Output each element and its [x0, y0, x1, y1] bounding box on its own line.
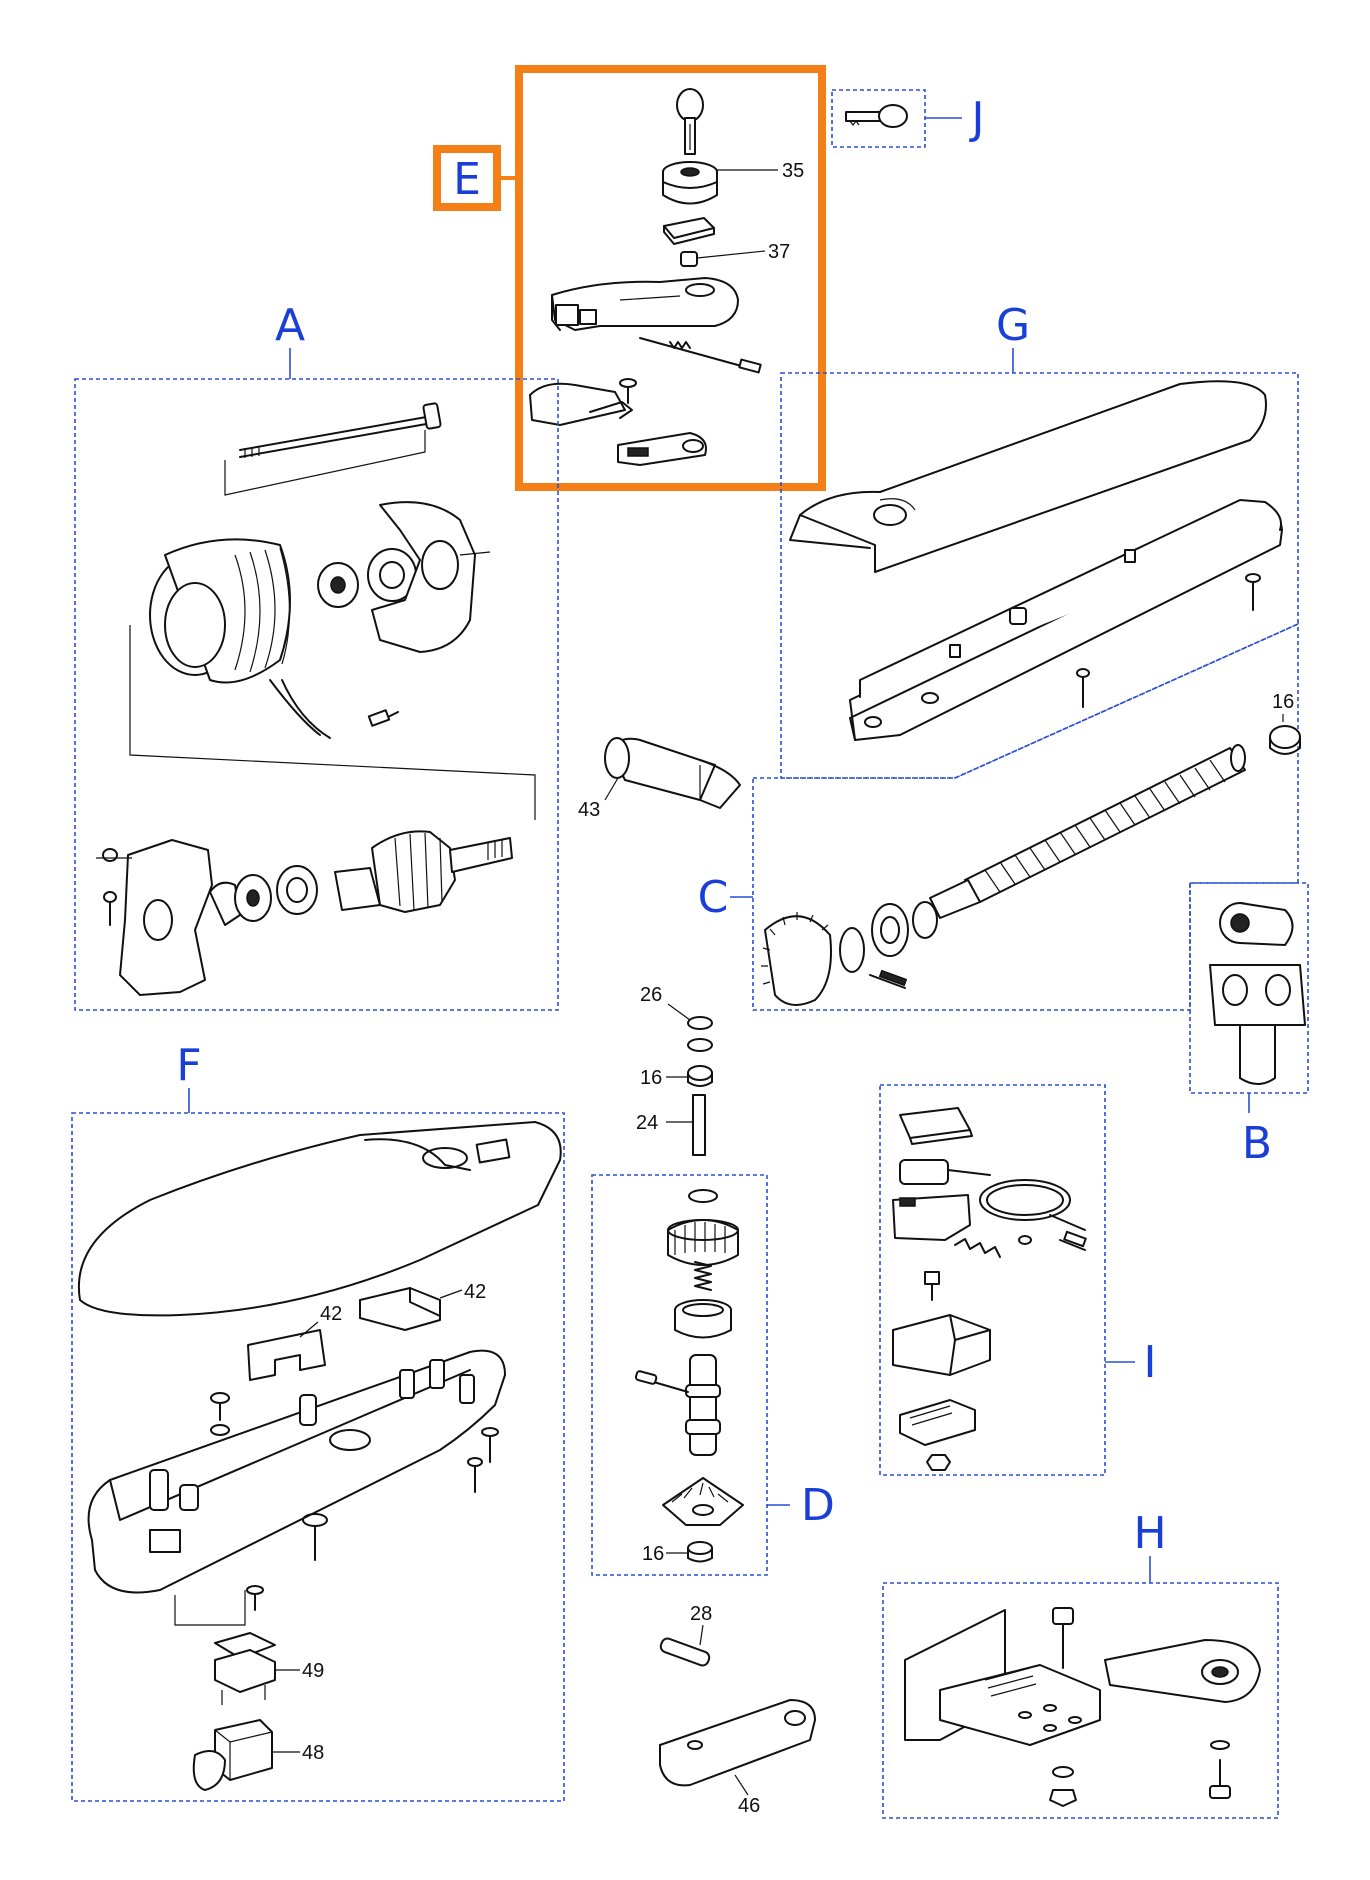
terminal-nut	[926, 1454, 951, 1471]
group-b: B	[1189, 882, 1309, 1169]
part-42b-label: 42	[320, 1303, 342, 1325]
arm-pin	[659, 1637, 711, 1667]
switch-housing	[892, 1194, 971, 1241]
spur-gear	[667, 1189, 739, 1266]
drive-arm: 28 46	[659, 1603, 816, 1817]
gear-bushing	[687, 1541, 713, 1563]
valve-coil-base	[214, 1585, 276, 1705]
group-j-label: J	[969, 93, 985, 144]
group-h-label: H	[1133, 1508, 1166, 1559]
pin-spring	[639, 337, 762, 374]
group-i-label: I	[1144, 1337, 1157, 1388]
base-screws	[210, 1392, 499, 1493]
bushing	[1269, 725, 1301, 755]
lock-cylinder	[662, 161, 718, 205]
part-37-label: 37	[768, 241, 790, 263]
tie-rod	[239, 402, 442, 458]
part-43-label: 43	[578, 799, 600, 821]
part-16c-label: 16	[642, 1543, 664, 1565]
pivot-bushing	[1219, 902, 1294, 946]
part-24-label: 24	[636, 1112, 658, 1134]
terminal-block	[899, 1399, 976, 1446]
part-48-label: 48	[302, 1742, 324, 1764]
housing-channel	[849, 499, 1283, 741]
spare-key-icon	[845, 104, 908, 128]
cable-bracket-right	[359, 1287, 441, 1331]
group-e: E 35 37	[433, 65, 826, 491]
limit-switch	[899, 1159, 1086, 1231]
switch-spring	[954, 1235, 1032, 1258]
group-g: G	[780, 300, 1299, 779]
upper-end-bracket	[371, 501, 491, 653]
group-h: H	[882, 1508, 1279, 1819]
pivot-bracket	[1209, 964, 1306, 1085]
motor-rotor	[209, 830, 513, 926]
release-lever	[551, 277, 739, 331]
group-f-label: F	[176, 1040, 201, 1091]
group-e-label: E	[453, 154, 481, 205]
lock-plate	[617, 432, 707, 466]
gear-spring	[694, 1261, 712, 1291]
part-49-label: 49	[302, 1660, 324, 1682]
group-e-highlight-box	[515, 65, 826, 491]
group-d-label: D	[801, 1480, 835, 1531]
group-c: C 16	[698, 622, 1301, 1011]
bracket-bolt	[1049, 1607, 1077, 1807]
part-42a-label: 42	[464, 1281, 486, 1303]
bevel-gear	[761, 901, 938, 1006]
arm-lever	[659, 1699, 816, 1787]
part-16b-label: 16	[640, 1067, 662, 1089]
group-g-label: G	[996, 300, 1030, 351]
lower-end-bracket	[96, 839, 213, 996]
motor-wires	[281, 679, 399, 739]
group-b-label: B	[1242, 1118, 1272, 1169]
capacitor	[604, 737, 741, 809]
part-28-label: 28	[690, 1603, 712, 1625]
mounting-bracket	[904, 1609, 1101, 1746]
base-housing	[87, 1349, 506, 1594]
group-f: F 42 42	[71, 1040, 565, 1802]
part-46-label: 46	[738, 1795, 760, 1817]
gear-sleeve	[674, 1299, 732, 1339]
cover-screw	[619, 378, 637, 404]
group-i: I	[879, 1084, 1157, 1476]
group-e-label-box	[433, 145, 501, 211]
group-d: D 16	[591, 1174, 835, 1576]
lever-cover	[529, 382, 633, 426]
group-j: J	[831, 89, 985, 148]
stator-bearing	[317, 548, 417, 608]
washer	[663, 217, 715, 245]
cable-terminal	[1059, 1230, 1087, 1251]
housing-screw	[1076, 573, 1261, 708]
base-cover	[77, 1121, 562, 1317]
cable-bracket-left	[247, 1329, 326, 1381]
part-16a-label: 16	[1272, 691, 1294, 713]
terminal-box	[892, 1314, 991, 1376]
switch-screw	[924, 1271, 940, 1301]
housing-cover	[789, 380, 1267, 573]
worm-shaft	[929, 744, 1246, 919]
gear-shaft	[634, 1354, 721, 1456]
grub-screw	[680, 251, 698, 267]
motor-stator	[149, 538, 321, 736]
bevel-pinion	[662, 1477, 744, 1526]
plate-bolt	[1209, 1740, 1231, 1799]
part-26-label: 26	[640, 984, 662, 1006]
group-a: A	[74, 300, 559, 1011]
rubber-seal	[899, 1107, 973, 1145]
group-a-label: A	[275, 300, 305, 351]
group-c-label: C	[698, 872, 729, 923]
fixing-plate	[1104, 1639, 1261, 1703]
part-35-label: 35	[782, 160, 804, 182]
key-icon	[676, 88, 704, 155]
shaft-parts: 26 16 24	[636, 984, 713, 1156]
solenoid-valve	[192, 1719, 273, 1791]
